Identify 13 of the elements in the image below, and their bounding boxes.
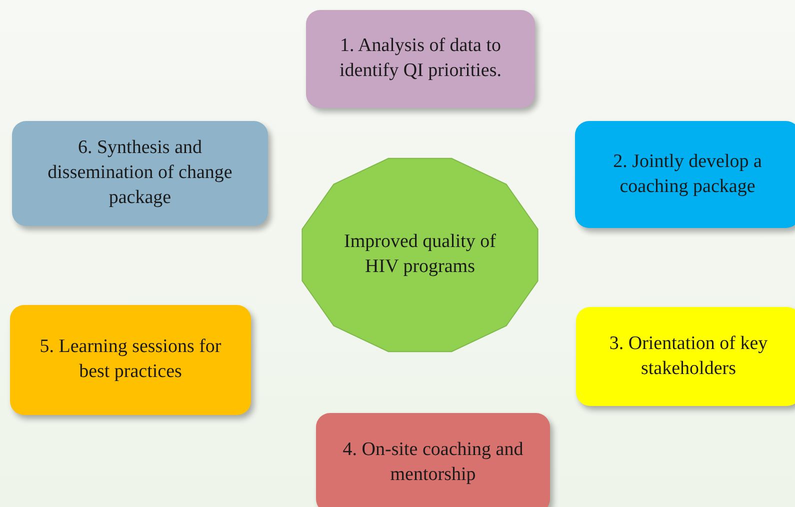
- node-text: 1. Analysis of data to identify QI priorities.: [338, 34, 502, 83]
- step-box: [10, 305, 251, 415]
- node-text: 4. On-site coaching and mentorship: [342, 438, 524, 487]
- step-box: [576, 307, 795, 406]
- step-box: [575, 121, 795, 228]
- step-box: [12, 121, 268, 226]
- node-text: 5. Learning sessions for best practices: [38, 335, 222, 384]
- node-text: 3. Orientation of key stakeholders: [608, 332, 769, 380]
- step-box: [316, 413, 550, 507]
- node-text: 6. Synthesis and dissemination of change package: [46, 136, 234, 210]
- step-box: [306, 10, 535, 108]
- node-text: 2. Jointly develop a coaching package: [612, 150, 763, 198]
- node-text: Improved quality of HIV programs: [343, 230, 497, 279]
